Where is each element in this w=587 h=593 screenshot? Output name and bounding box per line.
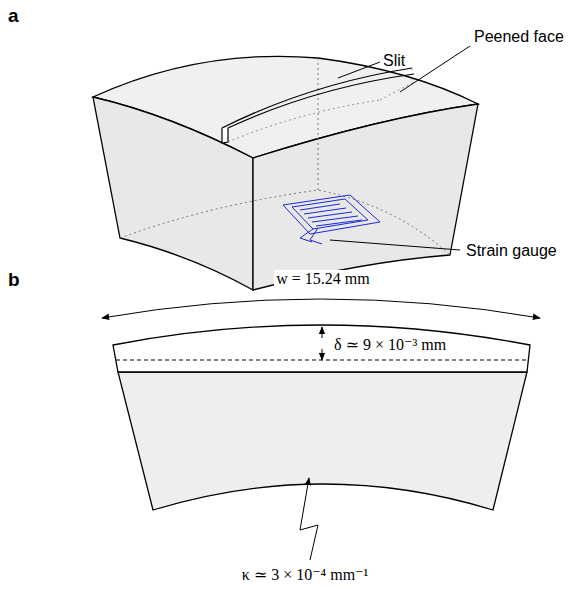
panel-letter: b bbox=[8, 270, 20, 291]
delta-arrows bbox=[322, 327, 323, 360]
width-arrow bbox=[102, 299, 540, 318]
kappa-leader bbox=[300, 478, 318, 560]
hidden-edges bbox=[120, 58, 450, 255]
dimension-label: δ ≃ 9 × 10⁻³ mm bbox=[332, 336, 448, 354]
block-3d bbox=[93, 56, 478, 290]
panel-letter: a bbox=[8, 6, 19, 27]
dimension-label: κ ≃ 3 × 10⁻⁴ mm⁻¹ bbox=[242, 566, 369, 584]
cross-section bbox=[113, 325, 530, 510]
part-label: Slit bbox=[383, 52, 405, 70]
strain-gauge bbox=[283, 195, 380, 244]
slit bbox=[222, 68, 414, 143]
part-label: Peened face bbox=[474, 28, 564, 46]
dimension-label: w = 15.24 mm bbox=[274, 270, 371, 288]
part-label: Strain gauge bbox=[466, 242, 557, 260]
leader-lines bbox=[330, 46, 470, 250]
